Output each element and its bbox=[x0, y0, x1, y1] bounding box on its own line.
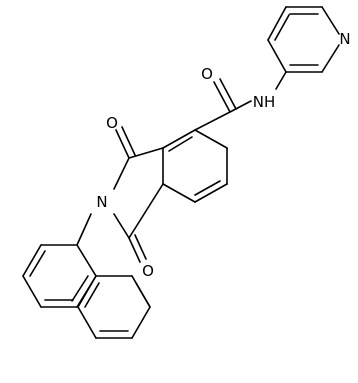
bond bbox=[194, 129, 228, 149]
pyridine-ring bbox=[267, 6, 340, 73]
bond bbox=[194, 180, 221, 196]
bond bbox=[128, 183, 164, 239]
bond bbox=[135, 282, 151, 308]
fused-benzene-ring bbox=[162, 129, 228, 203]
bond bbox=[162, 129, 196, 149]
bond bbox=[22, 275, 42, 308]
bond bbox=[194, 183, 228, 203]
bond bbox=[76, 213, 92, 246]
imide-oxygen-bottom-label: O bbox=[142, 262, 154, 280]
bond bbox=[131, 306, 151, 339]
amide-oxygen-label: O bbox=[201, 65, 213, 83]
bond bbox=[219, 78, 237, 110]
bond bbox=[113, 157, 130, 190]
bond bbox=[115, 129, 130, 159]
atom-labels: O NH N O O N bbox=[96, 30, 350, 280]
bond bbox=[22, 244, 42, 277]
bond bbox=[213, 81, 231, 113]
bond bbox=[134, 234, 147, 260]
bond bbox=[229, 100, 252, 113]
bond bbox=[76, 244, 97, 277]
bond bbox=[29, 250, 46, 277]
imide-nitrogen-label: N bbox=[96, 193, 107, 211]
imide-ring bbox=[113, 126, 164, 263]
bond bbox=[162, 183, 196, 203]
bond bbox=[267, 39, 287, 73]
bond bbox=[321, 44, 340, 73]
bond bbox=[194, 111, 231, 131]
bond bbox=[77, 306, 97, 339]
amide-nitrogen-label: NH bbox=[253, 93, 276, 111]
bond bbox=[168, 136, 193, 152]
pyridine-nitrogen-label: N bbox=[339, 30, 350, 48]
biphenyl-group bbox=[22, 213, 151, 339]
bond bbox=[84, 282, 100, 308]
bond bbox=[321, 6, 340, 35]
amide-linker bbox=[194, 71, 287, 131]
bond bbox=[113, 213, 130, 239]
bond bbox=[267, 6, 287, 41]
bond bbox=[71, 275, 89, 302]
bond bbox=[128, 237, 141, 263]
bond bbox=[121, 126, 136, 156]
imide-oxygen-top-label: O bbox=[106, 114, 118, 132]
bond bbox=[275, 71, 287, 90]
bond bbox=[274, 14, 290, 41]
bond bbox=[77, 275, 97, 308]
bond bbox=[128, 147, 164, 159]
